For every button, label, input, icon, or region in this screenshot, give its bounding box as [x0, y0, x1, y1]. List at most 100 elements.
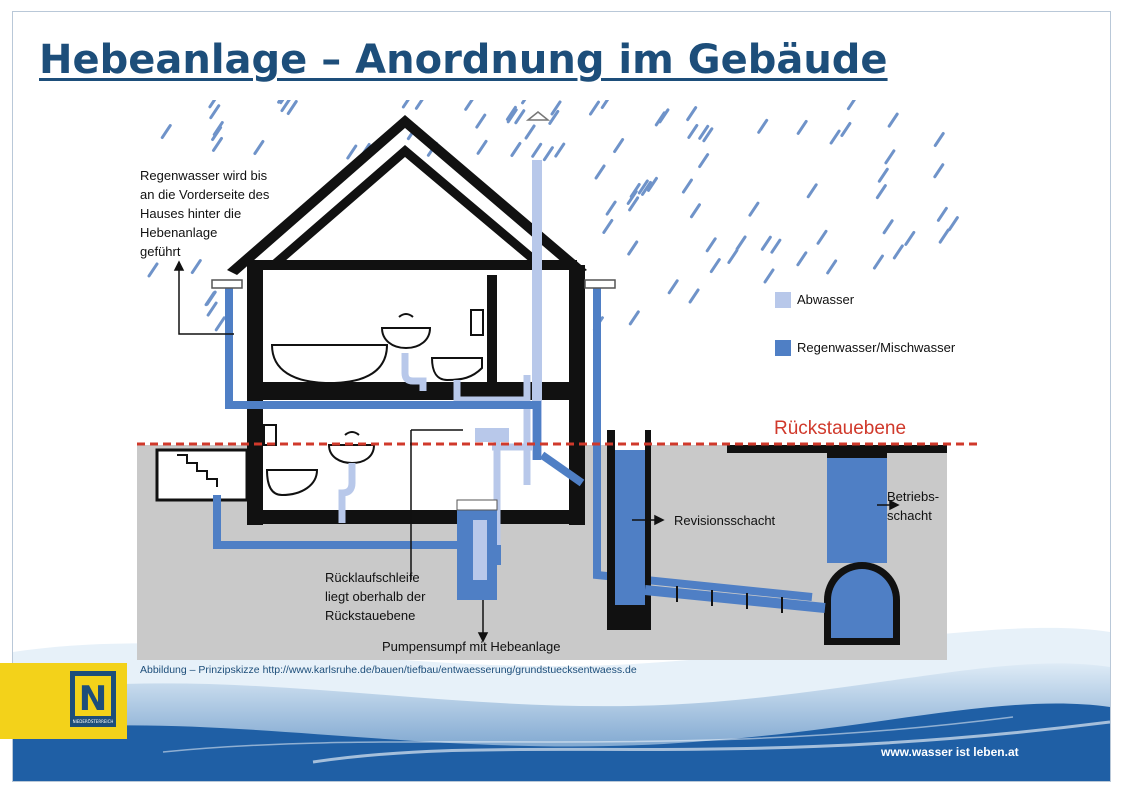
rain-streak: [160, 124, 172, 140]
footer-url: www.wasser ist leben.at: [881, 745, 1019, 759]
rain-streak: [938, 228, 950, 244]
rain-streak: [190, 259, 202, 275]
rain-streak: [933, 132, 945, 148]
rain-streak: [687, 123, 699, 139]
rain-streak: [875, 184, 887, 200]
rain-streak: [613, 138, 625, 154]
rain-streak: [933, 163, 945, 179]
wave-background: [13, 627, 1110, 781]
house-structure: [137, 115, 587, 525]
rain-streak: [628, 310, 640, 326]
label-pumpensumpf: Pumpensumpf mit Hebeanlage: [382, 639, 561, 654]
revisionsschacht-shaft: [615, 430, 645, 605]
rain-streak: [554, 142, 566, 158]
rain-streak: [702, 127, 714, 143]
legend-swatch-regenwasser: [775, 340, 791, 356]
rain-streak: [208, 100, 217, 109]
rain-streak: [654, 111, 666, 127]
rain-streak: [209, 104, 221, 120]
rain-streak: [698, 124, 710, 140]
rain-streak: [840, 121, 852, 137]
rain-streak: [872, 254, 884, 270]
rain-streak: [727, 248, 739, 264]
rain-streak: [826, 259, 838, 275]
rain-streak: [627, 240, 639, 256]
building-cross-section: [137, 100, 983, 660]
label-betriebsschacht: Betriebs- schacht: [887, 489, 940, 523]
rain-streak: [147, 262, 159, 278]
rain-streak: [640, 180, 652, 196]
rain-streak: [628, 196, 640, 212]
regenwasser-pipes: [213, 285, 813, 601]
rain-streak: [637, 179, 649, 195]
rain-streak: [414, 100, 424, 110]
rain-streak: [475, 113, 487, 129]
rain-streak: [689, 203, 701, 219]
rain-streak: [796, 251, 808, 267]
rain-streak: [524, 124, 536, 140]
figure-caption: Abbildung – Prinzipskizze http://www.kar…: [140, 664, 637, 676]
rain-streak: [542, 146, 554, 162]
page-title: Hebeanlage – Anordnung im Gebäude: [39, 37, 888, 83]
betriebsschacht-shaft: [827, 453, 887, 563]
rain-streak: [667, 279, 679, 295]
rain-streak: [531, 142, 543, 158]
rain-streak: [887, 112, 899, 128]
rain-streak: [476, 139, 488, 155]
rain-streak: [877, 167, 889, 183]
label-regenwasser-note: Regenwasser wird bis an die Vorderseite …: [140, 168, 270, 259]
rain-streak: [698, 153, 710, 169]
rain-streaks: [147, 100, 959, 332]
rain-streak: [904, 230, 916, 246]
rain-streak: [892, 244, 904, 260]
rain-streak: [550, 100, 562, 116]
rain-streak: [770, 238, 782, 254]
rain-streak: [681, 178, 693, 194]
rain-streak: [204, 291, 216, 307]
rain-streak: [816, 229, 828, 245]
rain-streak: [605, 200, 617, 216]
rain-streak: [280, 100, 291, 113]
rain-streak: [286, 100, 298, 116]
rain-streak: [757, 118, 769, 134]
rain-streak: [705, 237, 717, 253]
rain-streak: [600, 100, 610, 110]
rain-streak: [548, 109, 560, 125]
lower-austria-logo: N NIEDERÖSTERREICH: [70, 671, 116, 727]
rain-streak: [806, 183, 818, 199]
rain-streak: [206, 301, 218, 317]
legend-label-abwasser: Abwasser: [797, 292, 855, 307]
rain-streak: [588, 100, 600, 116]
rain-streak: [735, 235, 747, 251]
rain-streak: [253, 139, 265, 155]
rain-streak: [760, 235, 772, 251]
rain-streak: [763, 268, 775, 284]
rain-streak: [214, 316, 226, 332]
rain-streak: [646, 176, 658, 192]
rain-streak: [846, 100, 856, 111]
label-revisionsschacht: Revisionsschacht: [674, 513, 776, 528]
rain-streak: [748, 201, 760, 217]
rain-streak: [521, 100, 527, 105]
legend-swatch-abwasser: [775, 292, 791, 308]
rain-streak: [796, 119, 808, 135]
rain-streak: [212, 121, 224, 137]
rain-streak: [464, 100, 474, 111]
rain-streak: [277, 100, 282, 104]
rain-streak: [884, 149, 896, 165]
rain-streak: [686, 106, 698, 122]
rain-streak: [505, 105, 517, 121]
rain-streak: [401, 100, 410, 109]
rain-streak: [947, 216, 959, 232]
logo: N NIEDERÖSTERREICH: [0, 663, 127, 739]
legend-label-regenwasser: Regenwasser/Mischwasser: [797, 340, 956, 355]
rain-streak: [211, 136, 223, 152]
svg-text:N: N: [79, 679, 107, 719]
hebeanlage-diagram: Abwasser Regenwasser/Mischwasser Regenwa…: [137, 100, 983, 660]
rain-streak: [514, 109, 526, 125]
rain-streak: [602, 218, 614, 234]
rain-streak: [829, 129, 841, 145]
rain-streak: [626, 189, 638, 205]
rain-streak: [882, 219, 894, 235]
rain-streak: [709, 258, 721, 274]
